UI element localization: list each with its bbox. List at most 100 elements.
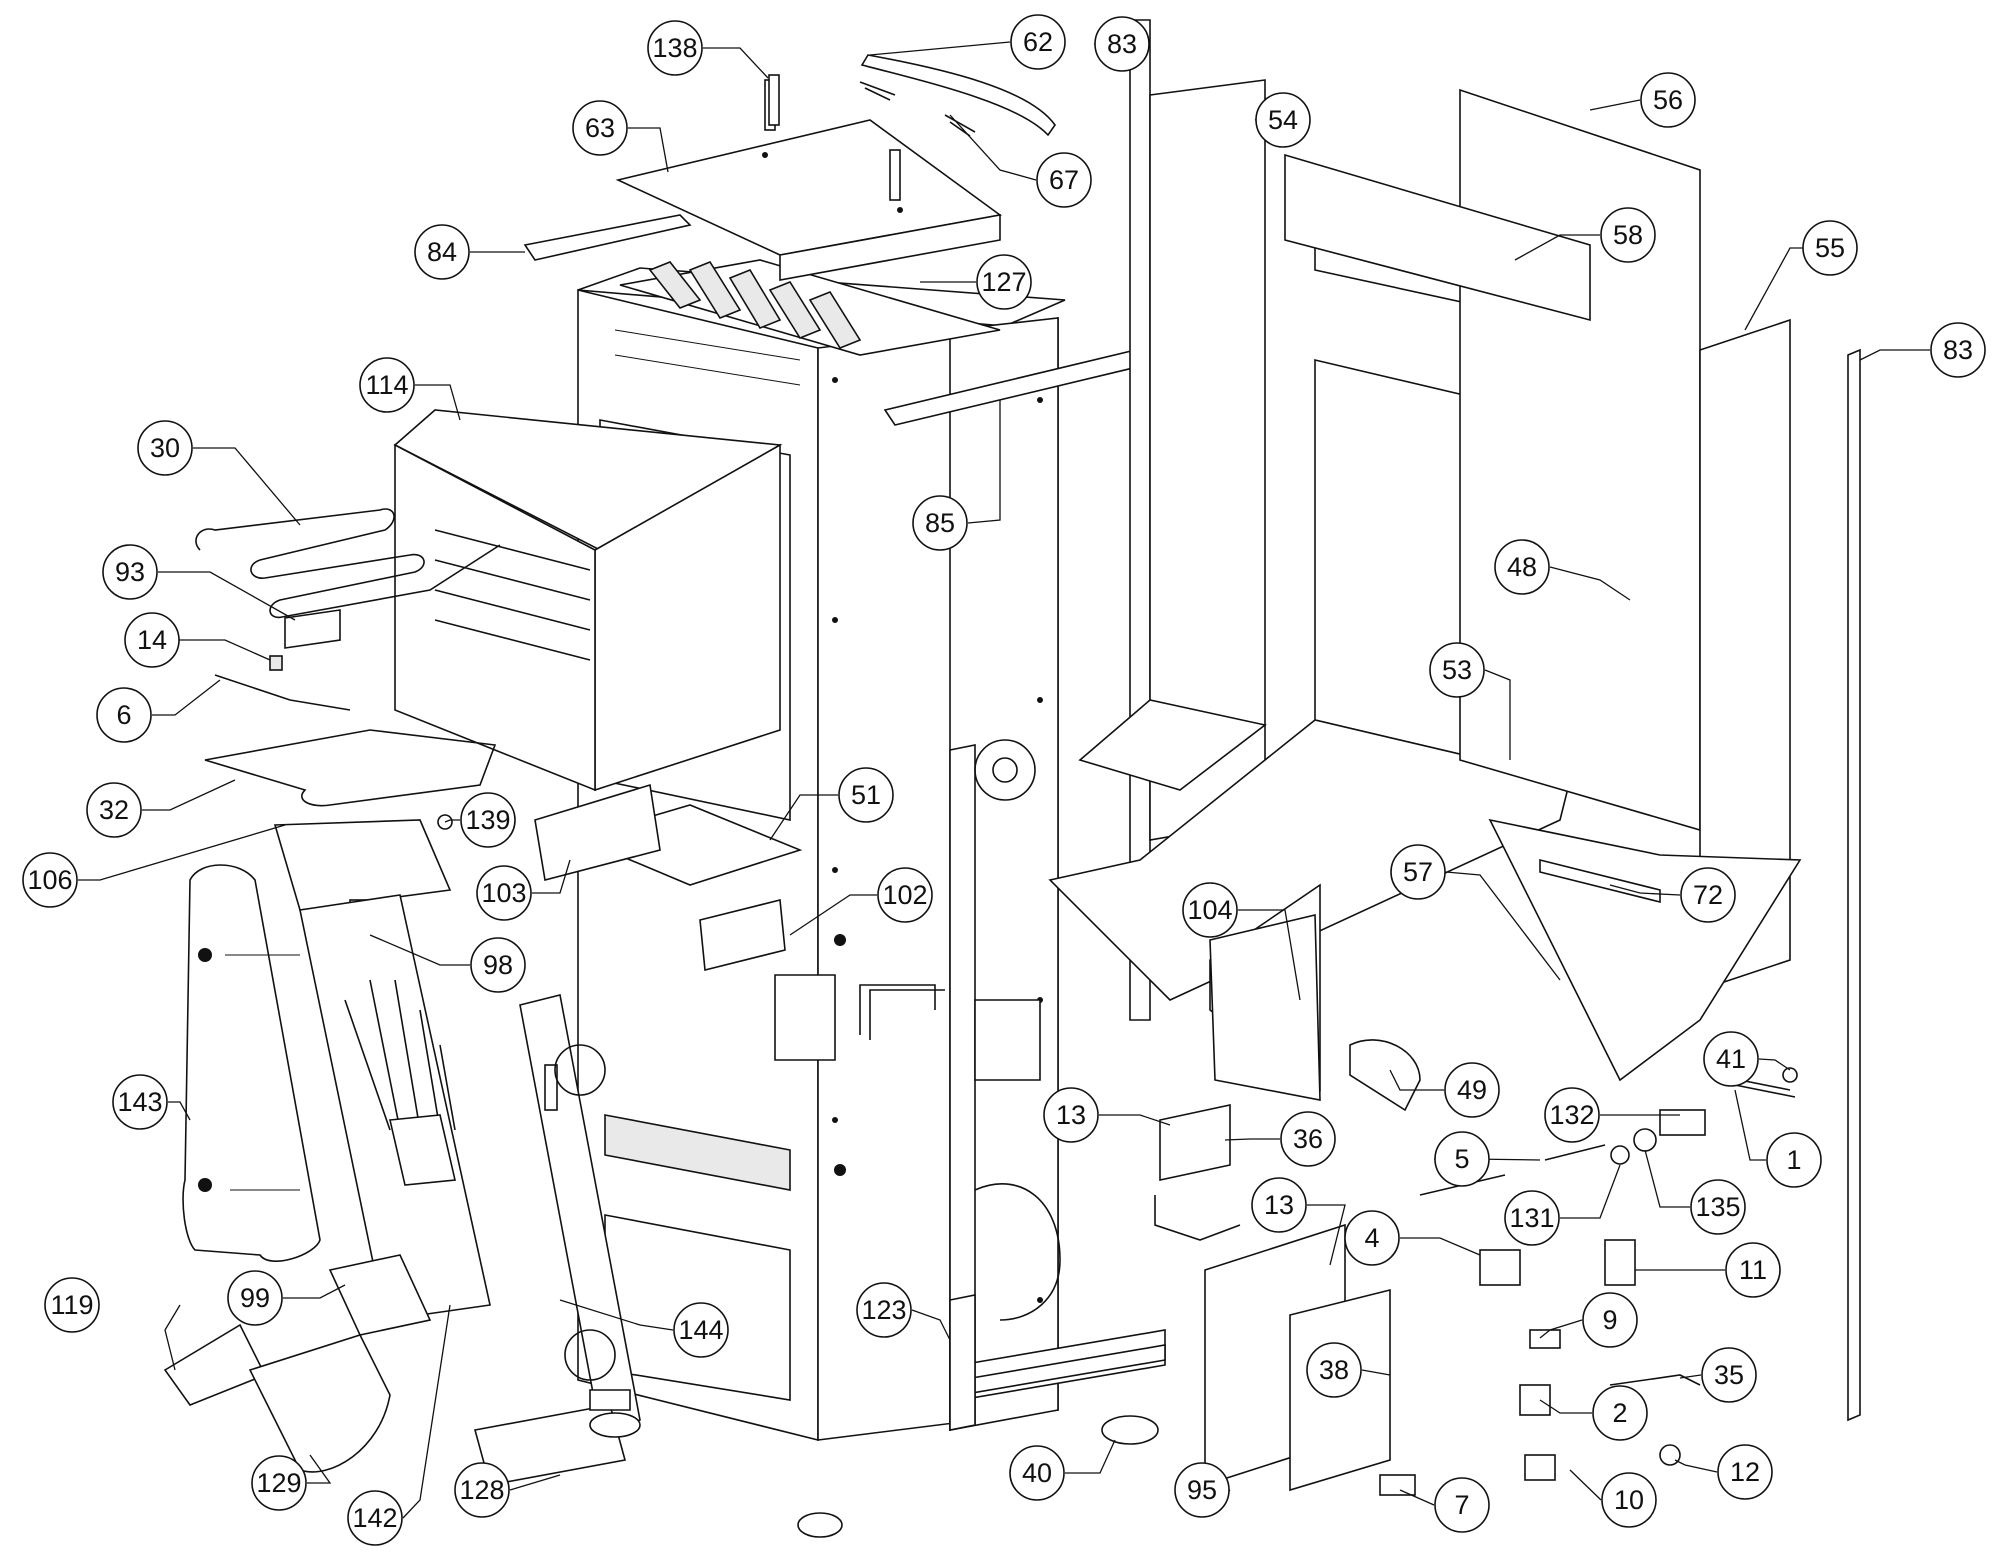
bracket-84 [523,214,692,261]
callout-circle [112,1074,168,1130]
callout-circle [572,100,628,156]
callout-67: 67 [1036,152,1092,208]
callout-143: 143 [112,1074,168,1130]
callout-circle [359,357,415,413]
callout-label: 7 [1454,1490,1469,1520]
capacitor-4 [1479,1249,1521,1286]
callout-95: 95 [1174,1462,1230,1518]
callout-label: 55 [1815,233,1845,263]
callout-93: 93 [102,544,158,600]
callout-label: 99 [240,1283,270,1313]
callout-5: 5 [1434,1131,1490,1187]
callout-circle [1251,1177,1307,1233]
callout-131: 131 [1504,1190,1560,1246]
callout-circle [1600,207,1656,263]
callout-label: 12 [1730,1457,1760,1487]
callout-circle [838,767,894,823]
callout-99: 99 [227,1270,283,1326]
callout-58: 58 [1600,207,1656,263]
callout-label: 93 [115,557,145,587]
rail-72 [1539,858,1661,904]
back-panel-54 [1078,19,1267,1021]
back-panel-56 [1459,88,1701,832]
callout-label: 51 [851,780,881,810]
side-frame-144 [519,994,641,1431]
rail-83-right [1847,348,1861,1422]
plate-106 [273,819,452,911]
callout-128: 128 [454,1462,510,1518]
callout-label: 143 [117,1087,162,1117]
callout-label: 56 [1653,85,1683,115]
callout-circle [102,544,158,600]
bracket-93 [284,609,341,649]
top-plate [615,79,1002,281]
callout-label: 67 [1049,165,1079,195]
callout-circle [414,224,470,280]
callout-label: 104 [1187,895,1232,925]
callout-9: 9 [1582,1292,1638,1348]
callout-label: 38 [1319,1355,1349,1385]
callout-label: 103 [481,878,526,908]
callout-label: 2 [1612,1398,1627,1428]
callout-114: 114 [359,357,415,413]
callout-label: 13 [1264,1190,1294,1220]
pipe-13 [1154,1195,1241,1241]
callout-circle [1601,1472,1657,1528]
callout-circle [1703,1031,1759,1087]
callout-label: 36 [1293,1124,1323,1154]
clip-67a [859,81,896,101]
callout-84: 84 [414,224,470,280]
callout-48: 48 [1494,539,1550,595]
callout-label: 62 [1023,27,1053,57]
callout-label: 4 [1364,1223,1379,1253]
combustion-chamber [393,409,783,792]
callout-label: 40 [1022,1458,1052,1488]
parts-drawing [163,19,1861,1538]
callout-label: 58 [1613,220,1643,250]
callout-circle [1640,72,1696,128]
callout-circle [1680,867,1736,923]
callout-40: 40 [1009,1445,1065,1501]
callout-circle [1592,1385,1648,1441]
cap-41 [1782,1067,1798,1083]
callout-circle [251,1455,307,1511]
callout-circle [1725,1242,1781,1298]
callout-label: 132 [1549,1100,1594,1130]
callout-circle [1434,1131,1490,1187]
callout-142: 142 [347,1490,403,1546]
clip-14 [269,655,283,671]
callout-label: 95 [1187,1475,1217,1505]
callout-circle [137,420,193,476]
callout-2: 2 [1592,1385,1648,1441]
ash-pan-129 [248,1334,391,1473]
bracket-123 [949,1294,976,1431]
callout-135: 135 [1690,1179,1746,1235]
bracket-103 [534,783,661,881]
callout-circle [912,495,968,551]
callout-label: 9 [1602,1305,1617,1335]
callout-label: 48 [1507,552,1537,582]
callout-circle [44,1277,100,1333]
callout-circle [877,867,933,923]
callout-circle [1036,152,1092,208]
callout-106: 106 [22,852,78,908]
callout-label: 14 [137,625,167,655]
callout-circle [1344,1210,1400,1266]
callout-label: 144 [678,1315,723,1345]
callout-circle [1043,1087,1099,1143]
bracket-102 [699,898,786,972]
callout-11: 11 [1725,1242,1781,1298]
cover-119 [163,1323,267,1406]
callout-85: 85 [912,495,968,551]
callout-circle [1094,16,1150,72]
callout-label: 32 [99,795,129,825]
partition-58 [1284,153,1591,322]
rod-5 [1544,1144,1606,1161]
callout-49: 49 [1444,1062,1500,1118]
foot-40 [1101,1415,1159,1445]
callout-circle [1544,1087,1600,1143]
callout-51: 51 [838,767,894,823]
callout-label: 85 [925,508,955,538]
callout-104: 104 [1182,882,1238,938]
callout-circle [1504,1190,1560,1246]
